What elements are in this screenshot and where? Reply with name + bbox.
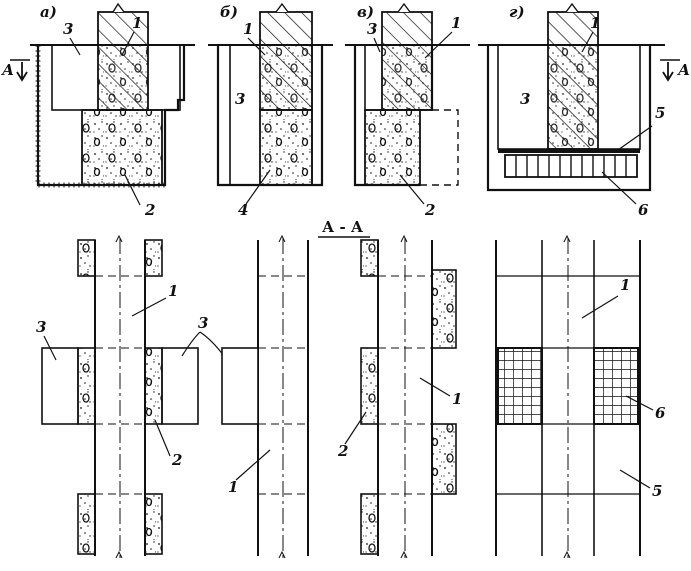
panel-label-a: а) xyxy=(40,3,57,21)
callout-2: 2 xyxy=(337,442,348,460)
panel-v-section: в) 3 1 2 xyxy=(345,2,470,219)
callout-2: 2 xyxy=(424,201,435,219)
callout-3: 3 xyxy=(198,314,208,332)
panel-a-plan: 1 3 2 xyxy=(36,234,199,559)
panel-label-v: в) xyxy=(357,3,374,21)
callout-1: 1 xyxy=(243,20,253,38)
section-title: А - А xyxy=(322,218,364,236)
panel-label-b: б) xyxy=(220,3,238,21)
panel-g-plan: 1 6 5 xyxy=(495,234,666,559)
callout-1: 1 xyxy=(228,478,238,496)
panel-g-section: г) 1 3 5 6 А xyxy=(478,2,690,219)
callout-1: 1 xyxy=(168,282,178,300)
callout-3: 3 xyxy=(63,20,73,38)
callout-2: 2 xyxy=(144,201,155,219)
callout-5: 5 xyxy=(655,104,665,122)
callout-2: 2 xyxy=(171,451,182,469)
callout-3: 3 xyxy=(36,318,46,336)
section-mark-right: А xyxy=(677,61,690,79)
panel-b-section: б) 1 3 4 xyxy=(208,2,333,219)
callout-3: 3 xyxy=(235,90,245,108)
callout-4: 4 xyxy=(238,201,248,219)
panel-label-g: г) xyxy=(509,3,525,21)
callout-1: 1 xyxy=(132,14,142,32)
panel-v-plan: 1 2 xyxy=(337,234,462,559)
section-mark-left: А xyxy=(1,61,14,79)
callout-1: 1 xyxy=(451,14,461,32)
callout-6: 6 xyxy=(638,201,649,219)
callout-6: 6 xyxy=(655,404,666,422)
callout-3: 3 xyxy=(367,20,377,38)
callout-3: 3 xyxy=(520,90,530,108)
callout-1: 1 xyxy=(620,276,630,294)
callout-5: 5 xyxy=(652,482,662,500)
callout-1: 1 xyxy=(452,390,462,408)
panel-b-plan: 1 xyxy=(221,234,309,559)
callout-1: 1 xyxy=(590,14,600,32)
panel-a-section: а) 3 1 2 А xyxy=(1,2,195,219)
